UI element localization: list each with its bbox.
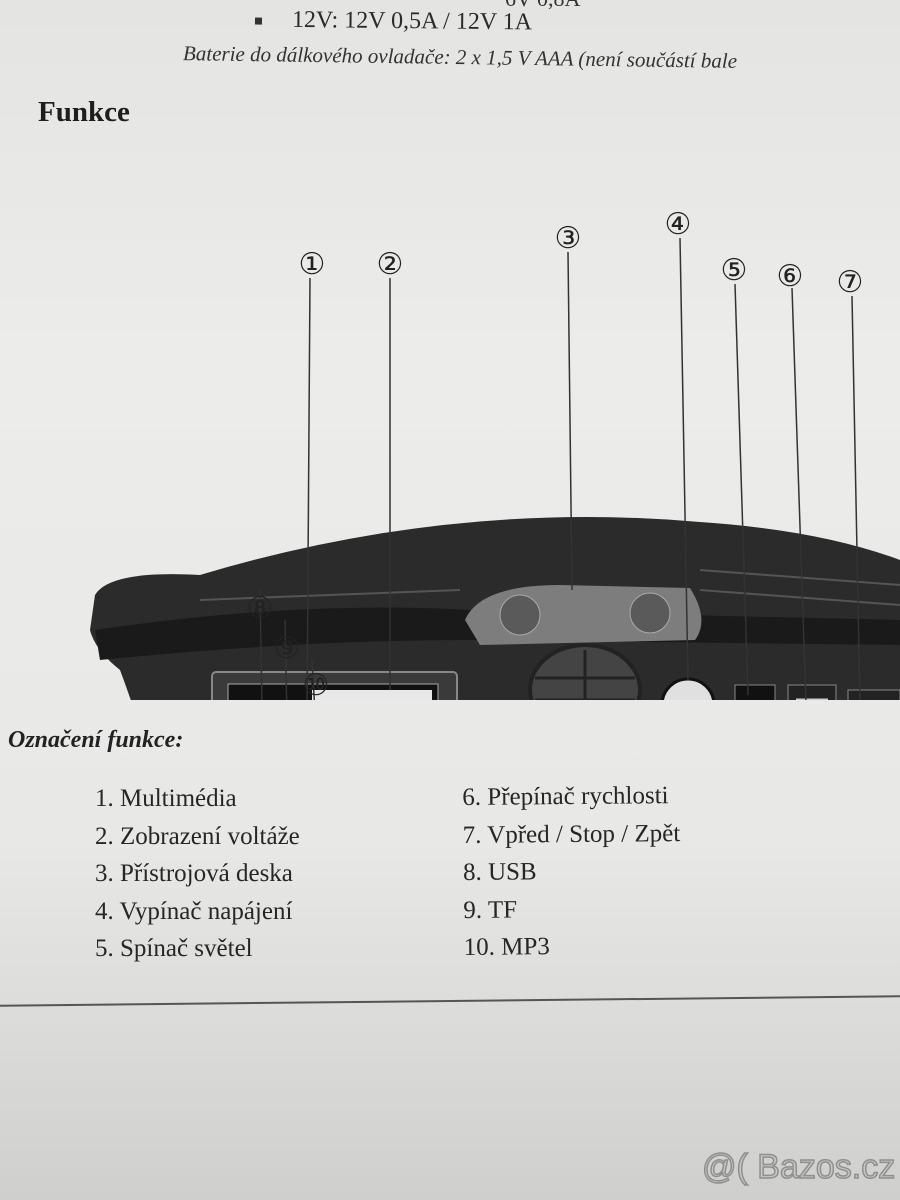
function-item: 2. Zobrazení voltáže xyxy=(95,822,300,850)
function-item: 10. MP3 xyxy=(463,933,550,961)
speed-switch xyxy=(787,684,837,700)
spec-text: 12V: 12V 0,5A / 12V 1A xyxy=(291,6,533,36)
callout-1: ① xyxy=(299,247,326,282)
callout-4: ④ xyxy=(665,207,692,242)
callout-2: ② xyxy=(377,247,404,282)
function-item: 8. USB xyxy=(462,858,537,886)
callout-10: ⑩ xyxy=(303,668,330,700)
section-title: Funkce xyxy=(38,96,130,128)
callout-8: ⑧ xyxy=(247,591,274,626)
function-item: 5. Spínač světel xyxy=(95,935,253,962)
functions-right-list: 6. Přepínač rychlosti 7. Vpřed / Stop / … xyxy=(462,777,681,966)
callout-9: ⑨ xyxy=(274,631,301,666)
function-item: 1. Multimédia xyxy=(95,785,237,812)
function-item: 7. Vpřed / Stop / Zpět xyxy=(462,819,681,849)
function-item: 3. Přístrojová deska xyxy=(95,860,293,887)
partial-spec-line: 6V 0,8A xyxy=(505,0,580,12)
watermark: @( Bazos.cz xyxy=(701,1147,896,1187)
bullet-icon xyxy=(254,17,263,25)
function-item: 4. Vypínač napájení xyxy=(95,897,293,925)
light-switch xyxy=(734,684,776,700)
spec-line: 12V: 12V 0,5A / 12V 1A xyxy=(254,6,533,37)
page-edge-divider xyxy=(0,995,900,1007)
callout-3: ③ xyxy=(555,221,582,256)
voltage-display xyxy=(312,690,432,700)
dashboard-diagram: ① ② ③ ④ ⑤ ⑥ ⑦ ⑧ ⑨ ⑩ xyxy=(90,207,900,700)
battery-note: Baterie do dálkového ovladače: 2 x 1,5 V… xyxy=(182,41,738,73)
functions-left-list: 1. Multimédia 2. Zobrazení voltáže 3. Př… xyxy=(95,780,300,968)
callout-7: ⑦ xyxy=(837,265,864,300)
function-item: 6. Přepínač rychlosti xyxy=(462,782,669,811)
function-item: 9. TF xyxy=(463,895,518,924)
callout-6: ⑥ xyxy=(777,259,804,294)
callout-5: ⑤ xyxy=(721,253,748,288)
legend-title: Označení funkce: xyxy=(8,727,184,753)
direction-switch xyxy=(847,689,900,700)
